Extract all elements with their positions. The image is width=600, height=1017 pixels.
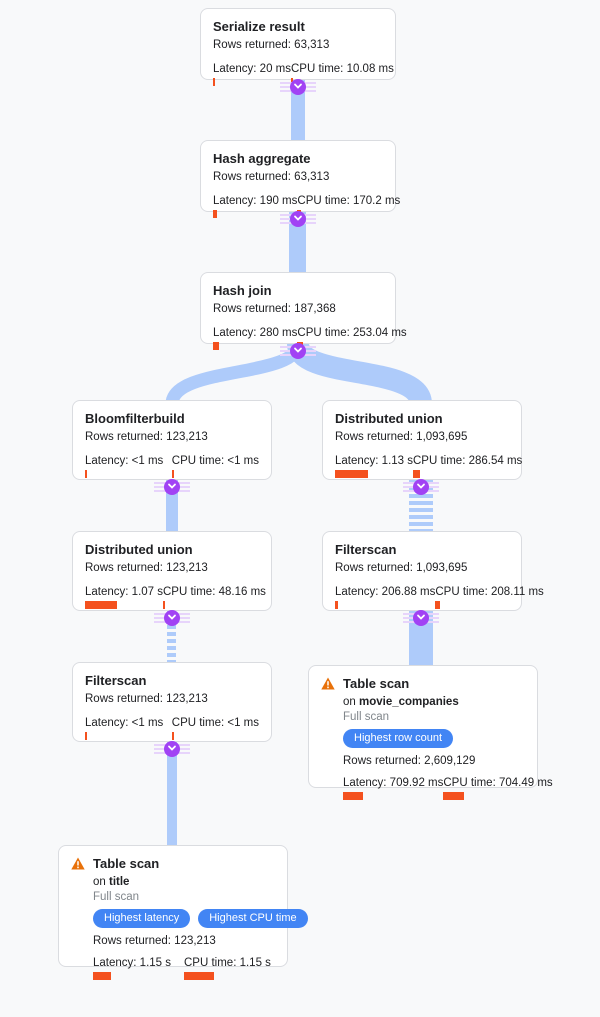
node-title: Filterscan bbox=[335, 542, 397, 557]
node-rows-returned: Rows returned: 123,213 bbox=[93, 935, 216, 947]
plan-node-table-scan-title[interactable]: Table scan on title Full scan Highest la… bbox=[58, 845, 308, 980]
node-rows-returned: Rows returned: 2,609,129 bbox=[343, 755, 476, 767]
plan-node-filterscan-right[interactable]: Filterscan Rows returned: 1,093,695 Late… bbox=[322, 531, 544, 611]
node-rows-returned: Rows returned: 187,368 bbox=[213, 303, 336, 315]
edge-hash-aggregate-to-hash-join bbox=[289, 212, 306, 272]
node-title: Hash aggregate bbox=[213, 151, 311, 166]
latency-label: Latency: 280 ms bbox=[213, 327, 298, 339]
cpu-time-label: CPU time: 48.16 ms bbox=[163, 586, 266, 598]
plan-node-serialize-result[interactable]: Serialize result Rows returned: 63,313 L… bbox=[200, 8, 396, 86]
latency-label: Latency: 20 ms bbox=[213, 63, 291, 75]
latency-label: Latency: <1 ms bbox=[85, 717, 164, 729]
cpu-time-label: CPU time: 1.15 s bbox=[184, 957, 271, 969]
chevron-down-icon bbox=[416, 609, 426, 627]
edge-distributed-union-to-filterscan-left bbox=[167, 611, 176, 662]
node-rows-returned: Rows returned: 63,313 bbox=[213, 39, 330, 51]
cpu-time-bar bbox=[163, 601, 165, 609]
latency-label: Latency: 709.92 ms bbox=[343, 777, 444, 789]
node-scan-mode: Full scan bbox=[343, 711, 390, 723]
badge-highest-cpu-time: Highest CPU time bbox=[198, 909, 308, 928]
cpu-time-label: CPU time: 286.54 ms bbox=[413, 455, 523, 467]
edge-hash-join-to-distributed-union bbox=[287, 344, 432, 404]
chevron-down-icon bbox=[293, 210, 303, 228]
latency-bar bbox=[213, 210, 217, 218]
node-table-name: on title bbox=[93, 876, 130, 888]
badge-highest-latency: Highest latency bbox=[93, 909, 191, 928]
node-rows-returned: Rows returned: 123,213 bbox=[85, 562, 208, 574]
expand-button-bloomfilterbuild[interactable] bbox=[164, 479, 180, 495]
cpu-time-bar bbox=[413, 470, 420, 478]
latency-label: Latency: 1.15 s bbox=[93, 957, 171, 969]
latency-bar bbox=[93, 972, 111, 980]
node-rows-returned: Rows returned: 63,313 bbox=[213, 171, 330, 183]
expand-button-distributed-union-left[interactable] bbox=[164, 610, 180, 626]
node-rows-returned: Rows returned: 1,093,695 bbox=[335, 431, 468, 443]
node-title: Hash join bbox=[213, 283, 272, 298]
node-title: Distributed union bbox=[335, 411, 443, 426]
latency-bar bbox=[85, 470, 87, 478]
plan-node-distributed-union-left[interactable]: Distributed union Rows returned: 123,213… bbox=[72, 531, 272, 611]
latency-label: Latency: <1 ms bbox=[85, 455, 164, 467]
cpu-time-bar bbox=[171, 732, 174, 740]
chevron-down-icon bbox=[293, 342, 303, 360]
chevron-down-icon bbox=[293, 78, 303, 96]
badge-highest-row-count: Highest row count bbox=[343, 729, 454, 748]
node-rows-returned: Rows returned: 1,093,695 bbox=[335, 562, 468, 574]
cpu-time-bar bbox=[435, 601, 441, 609]
expand-button-distributed-union-right[interactable] bbox=[413, 479, 429, 495]
plan-node-distributed-union-right[interactable]: Distributed union Rows returned: 1,093,6… bbox=[322, 400, 522, 480]
node-title: Table scan bbox=[93, 856, 160, 871]
latency-label: Latency: 1.13 s bbox=[335, 455, 413, 467]
latency-bar bbox=[343, 792, 363, 800]
plan-node-hash-join[interactable]: Hash join Rows returned: 187,368 Latency… bbox=[200, 272, 407, 350]
latency-bar bbox=[335, 601, 338, 609]
plan-node-table-scan-movie-companies[interactable]: Table scan on movie_companies Full scan … bbox=[308, 665, 553, 800]
latency-bar bbox=[213, 78, 215, 86]
expand-button-serialize-result[interactable] bbox=[290, 79, 306, 95]
latency-label: Latency: 1.07 s bbox=[85, 586, 163, 598]
warning-icon bbox=[71, 857, 85, 875]
chevron-down-icon bbox=[416, 478, 426, 496]
cpu-time-label: CPU time: 208.11 ms bbox=[435, 586, 544, 598]
chevron-down-icon bbox=[167, 478, 177, 496]
cpu-time-label: CPU time: 170.2 ms bbox=[297, 195, 401, 207]
expand-button-hash-join[interactable] bbox=[290, 343, 306, 359]
cpu-time-label: CPU time: 253.04 ms bbox=[297, 327, 407, 339]
expand-button-hash-aggregate[interactable] bbox=[290, 211, 306, 227]
plan-node-bloomfilterbuild[interactable]: Bloomfilterbuild Rows returned: 123,213 … bbox=[72, 400, 272, 480]
node-title: Table scan bbox=[343, 676, 410, 691]
node-scan-mode: Full scan bbox=[93, 891, 140, 903]
plan-node-hash-aggregate[interactable]: Hash aggregate Rows returned: 63,313 Lat… bbox=[200, 140, 400, 218]
expand-button-filterscan-left[interactable] bbox=[164, 741, 180, 757]
node-title: Serialize result bbox=[213, 19, 305, 34]
node-table-name: on movie_companies bbox=[343, 696, 459, 708]
cpu-time-bar bbox=[184, 972, 214, 980]
cpu-time-bar bbox=[171, 470, 174, 478]
node-rows-returned: Rows returned: 123,213 bbox=[85, 431, 208, 443]
latency-bar bbox=[85, 732, 87, 740]
latency-bar bbox=[85, 601, 117, 609]
node-title: Distributed union bbox=[85, 542, 193, 557]
cpu-time-bar bbox=[443, 792, 465, 800]
expand-button-filterscan-right[interactable] bbox=[413, 610, 429, 626]
cpu-time-label: CPU time: 10.08 ms bbox=[290, 63, 394, 75]
cpu-time-label: CPU time: <1 ms bbox=[171, 717, 259, 729]
chevron-down-icon bbox=[167, 740, 177, 758]
latency-label: Latency: 206.88 ms bbox=[335, 586, 436, 598]
warning-icon bbox=[321, 677, 335, 695]
latency-label: Latency: 190 ms bbox=[213, 195, 298, 207]
node-title: Filterscan bbox=[85, 673, 147, 688]
cpu-time-label: CPU time: <1 ms bbox=[171, 455, 259, 467]
edge-serialize-to-hash-aggregate bbox=[291, 80, 305, 140]
node-rows-returned: Rows returned: 123,213 bbox=[85, 693, 208, 705]
chevron-down-icon bbox=[167, 609, 177, 627]
latency-bar bbox=[213, 342, 219, 350]
latency-bar bbox=[335, 470, 368, 478]
cpu-time-label: CPU time: 704.49 ms bbox=[443, 777, 553, 789]
node-title: Bloomfilterbuild bbox=[85, 411, 185, 426]
edge-filterscan-to-table-scan-left bbox=[167, 742, 177, 845]
plan-node-filterscan-left[interactable]: Filterscan Rows returned: 123,213 Latenc… bbox=[72, 662, 272, 742]
